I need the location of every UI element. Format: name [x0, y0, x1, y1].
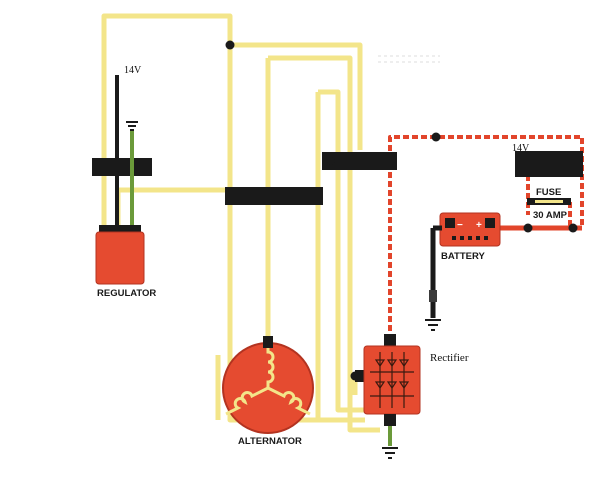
battery: − + BATTERY	[425, 212, 501, 331]
junctions	[225, 40, 578, 381]
alternator: ALTERNATOR	[222, 336, 314, 447]
battery-pos-sign: +	[476, 220, 482, 231]
rectifier: Rectifier	[355, 334, 469, 459]
battery-body	[439, 212, 501, 247]
battery-neg-sign: −	[457, 220, 463, 231]
alternator-top-terminal	[263, 336, 273, 348]
wire-red-main	[388, 135, 584, 340]
alternator-label: ALTERNATOR	[238, 436, 302, 447]
battery-neg-terminal	[445, 218, 455, 228]
rectifier-ground-symbol	[382, 447, 398, 459]
connector-regulator	[92, 158, 152, 176]
connector-right	[322, 152, 397, 170]
battery-ground-clamp	[429, 290, 437, 302]
rectifier-diodes	[370, 352, 414, 408]
fuse: 14V FUSE 30 AMP	[512, 143, 571, 221]
battery-pos-terminal	[485, 218, 495, 228]
red-wires	[388, 135, 584, 340]
connector-fuse-box	[515, 151, 583, 177]
fuse-rating-label: 30 AMP	[533, 210, 568, 221]
fuse-label: FUSE	[536, 187, 561, 198]
alternator-coils	[225, 343, 311, 416]
regulator-body	[95, 231, 145, 285]
junction-rect-left	[350, 371, 360, 381]
wire-inner-loop	[318, 89, 365, 413]
connector-main	[225, 187, 323, 205]
battery-cells	[452, 236, 488, 240]
fuse-voltage-label: 14V	[512, 143, 530, 154]
regulator-pins	[99, 225, 141, 235]
faint-guides	[378, 55, 440, 63]
junction-top	[225, 40, 235, 50]
connectors	[92, 151, 583, 205]
wire-alternator-loop	[268, 55, 380, 433]
rectifier-label: Rectifier	[430, 352, 469, 364]
regulator-label: REGULATOR	[97, 288, 156, 299]
regulator: 14V REGULATOR	[95, 65, 156, 299]
rectifier-top-terminal	[384, 334, 396, 346]
regulator-voltage-label: 14V	[124, 65, 142, 76]
battery-ground-symbol	[425, 319, 441, 331]
rectifier-bottom-terminal	[384, 414, 396, 426]
junction-fuse-b	[568, 223, 578, 233]
regulator-ground-symbol	[126, 121, 138, 131]
junction-right-connector	[327, 157, 335, 165]
junction-fuse-a	[523, 223, 533, 233]
wire-regulator-top	[101, 13, 233, 232]
junction-red-top	[431, 132, 441, 142]
fuse-element	[535, 200, 563, 203]
wire-top-branch	[230, 42, 363, 150]
battery-label: BATTERY	[441, 251, 485, 262]
